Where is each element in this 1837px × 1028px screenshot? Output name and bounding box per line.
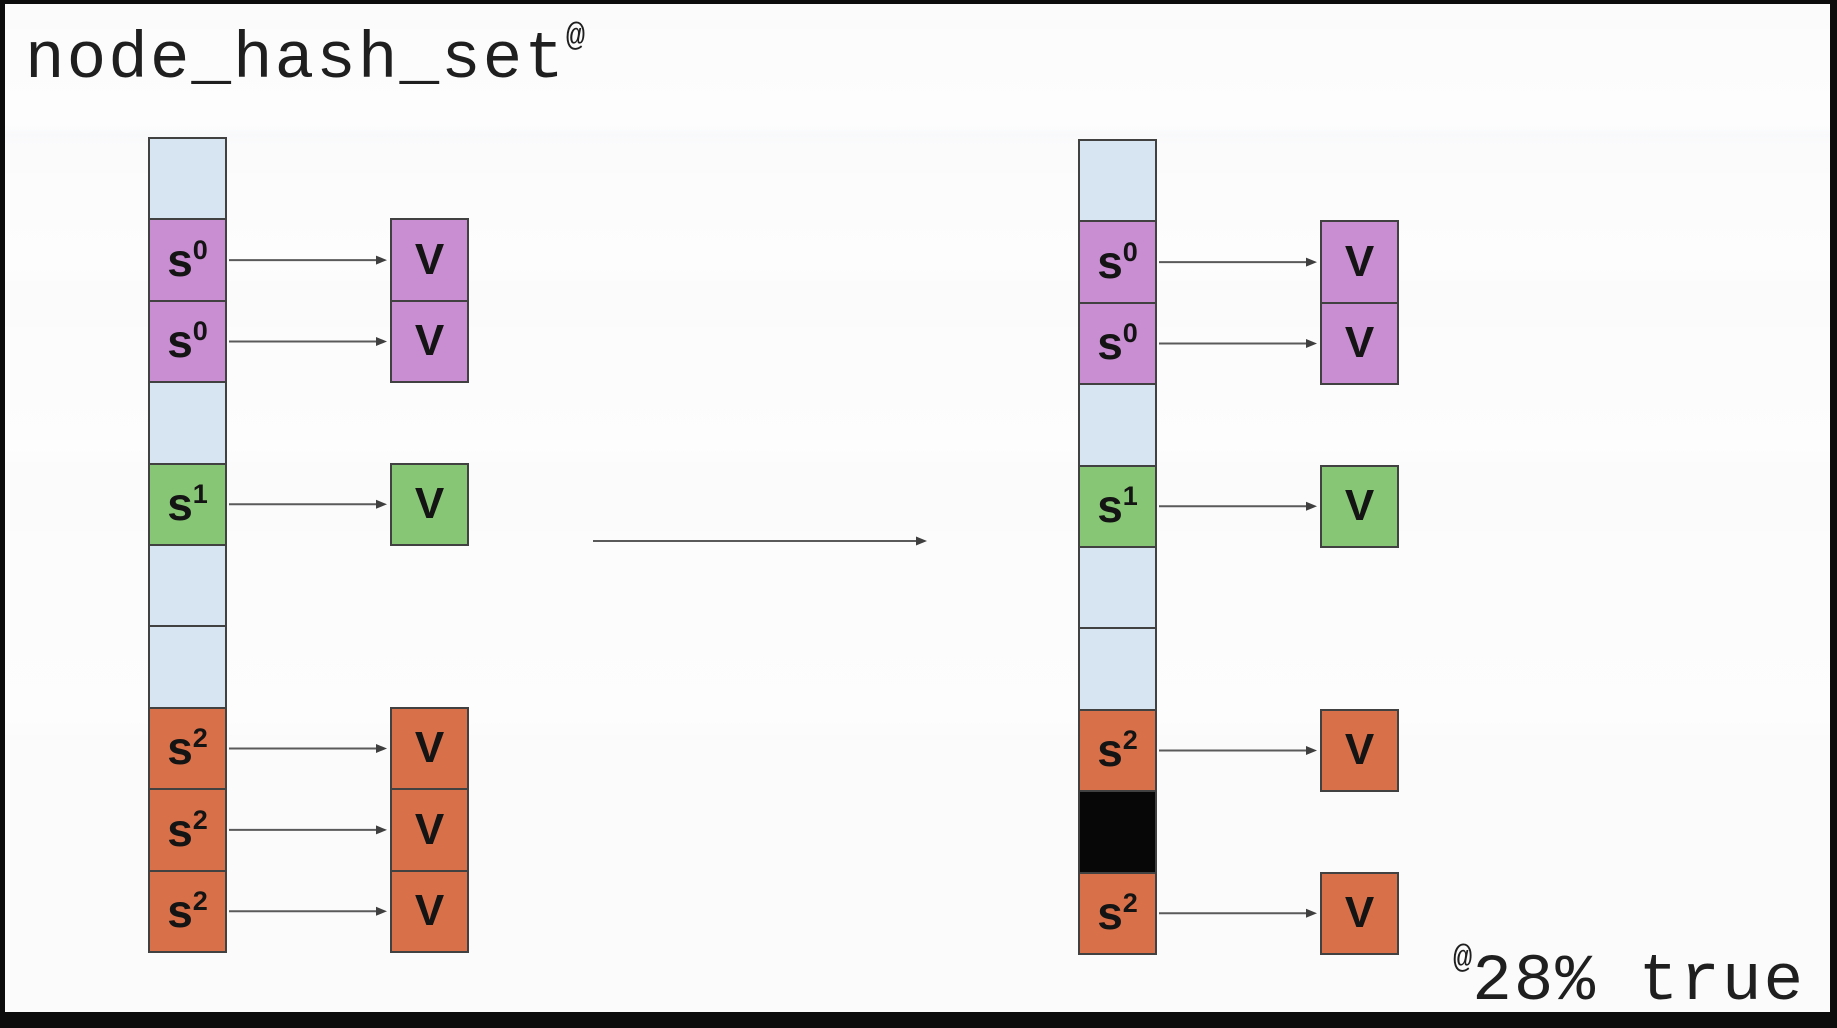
slot-cell-s0: s0 — [148, 299, 227, 384]
empty-slot-cell — [148, 137, 227, 221]
value-cell: V — [1320, 464, 1399, 548]
slot-label: s0 — [1097, 236, 1138, 289]
slot-label-superscript: 2 — [192, 723, 208, 754]
pointer-arrow — [229, 906, 387, 916]
empty-slot-cell — [1078, 546, 1157, 630]
slot-cell-s2: s2 — [1078, 871, 1157, 955]
annotation-superscript: @ — [1453, 940, 1473, 977]
slot-label: s0 — [167, 234, 208, 287]
pointer-arrow — [229, 825, 387, 835]
slot-label-superscript: 0 — [192, 235, 208, 266]
pointer-arrow — [1159, 501, 1317, 511]
slot-label: s0 — [167, 315, 208, 368]
slot-cell-s2: s2 — [148, 788, 227, 872]
slot-label: s2 — [167, 885, 208, 938]
value-label: V — [414, 886, 445, 936]
slot-label: s0 — [1097, 317, 1138, 370]
slot-cell-s0: s0 — [1078, 301, 1157, 386]
value-label: V — [1344, 725, 1375, 775]
value-cell: V — [390, 869, 469, 953]
value-label: V — [1344, 237, 1375, 287]
pointer-arrow — [1159, 339, 1317, 348]
value-label: V — [414, 804, 445, 854]
slot-cell-s1: s1 — [1078, 464, 1157, 548]
slot-label: s2 — [167, 803, 208, 856]
value-label: V — [1344, 318, 1375, 368]
pointer-arrow — [1159, 257, 1317, 267]
slot-cell-s2: s2 — [148, 869, 227, 953]
empty-slot-cell — [1078, 627, 1157, 711]
slot-cell-s2: s2 — [1078, 708, 1157, 793]
slot-label-superscript: 2 — [192, 886, 208, 917]
annotation-text: 28% true — [1472, 944, 1806, 1019]
empty-slot-cell — [148, 381, 227, 465]
pointer-arrow — [1159, 746, 1317, 755]
slot-label: s2 — [167, 722, 208, 775]
pointer-arrow — [229, 499, 387, 509]
title-superscript: @ — [565, 18, 586, 55]
pointer-arrow — [1159, 908, 1317, 918]
value-cell: V — [390, 462, 469, 546]
slot-label: s2 — [1097, 724, 1138, 777]
slot-label: s1 — [1097, 480, 1138, 533]
value-label: V — [414, 479, 445, 529]
slot-label-superscript: 0 — [192, 316, 208, 347]
tombstone-cell — [1078, 790, 1157, 874]
empty-slot-cell — [1078, 139, 1157, 223]
pointer-arrow — [229, 337, 387, 346]
slot-label-superscript: 0 — [1122, 237, 1138, 268]
slot-cell-s0: s0 — [148, 218, 227, 302]
value-label: V — [414, 723, 445, 773]
empty-slot-cell — [148, 544, 227, 628]
arrows-layer — [229, 255, 1317, 918]
transition-arrow — [593, 536, 927, 546]
value-label: V — [414, 235, 445, 285]
title-text: node_hash_set — [25, 22, 566, 97]
value-cell: V — [390, 706, 469, 791]
value-label: V — [1344, 481, 1375, 531]
slot-label-superscript: 2 — [1122, 888, 1138, 919]
value-cell: V — [390, 218, 469, 302]
empty-slot-cell — [148, 625, 227, 709]
value-cell: V — [1320, 301, 1399, 386]
value-cell: V — [390, 788, 469, 872]
slot-label-superscript: 1 — [192, 479, 208, 510]
value-cell: V — [390, 299, 469, 384]
slot-label-superscript: 2 — [192, 804, 208, 835]
pointer-arrow — [229, 744, 387, 753]
value-cell: V — [1320, 708, 1399, 793]
slot-label: s1 — [167, 478, 208, 531]
value-cell: V — [1320, 220, 1399, 304]
percentage-annotation: @28% true — [1453, 940, 1805, 1019]
pointer-arrow — [229, 255, 387, 265]
slot-cell-s1: s1 — [148, 462, 227, 546]
value-label: V — [1344, 888, 1375, 938]
value-label: V — [414, 316, 445, 366]
empty-slot-cell — [1078, 383, 1157, 467]
value-cell: V — [1320, 871, 1399, 955]
slot-label-superscript: 2 — [1122, 725, 1138, 756]
slot-label-superscript: 0 — [1122, 318, 1138, 349]
slot-cell-s2: s2 — [148, 706, 227, 791]
slot-cell-s0: s0 — [1078, 220, 1157, 304]
slot-label: s2 — [1097, 887, 1138, 940]
page-title: node_hash_set@ — [25, 18, 585, 97]
slot-label-superscript: 1 — [1122, 481, 1138, 512]
